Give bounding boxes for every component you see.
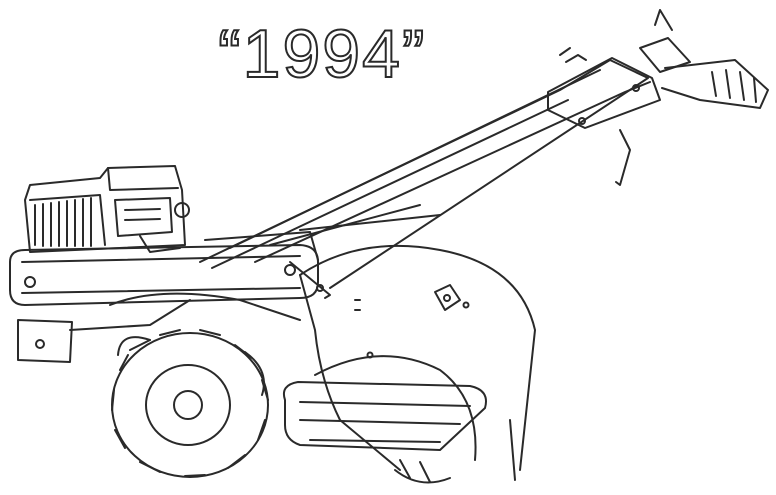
handlebar xyxy=(199,9,769,289)
depth-plate xyxy=(282,381,516,481)
engine xyxy=(24,165,190,253)
chain-case xyxy=(9,244,319,363)
year-label: “1994” xyxy=(217,16,427,92)
tine-hood xyxy=(299,244,536,471)
wheel xyxy=(111,329,269,478)
tine-rotor xyxy=(394,459,451,484)
linkage-rod xyxy=(204,231,331,299)
